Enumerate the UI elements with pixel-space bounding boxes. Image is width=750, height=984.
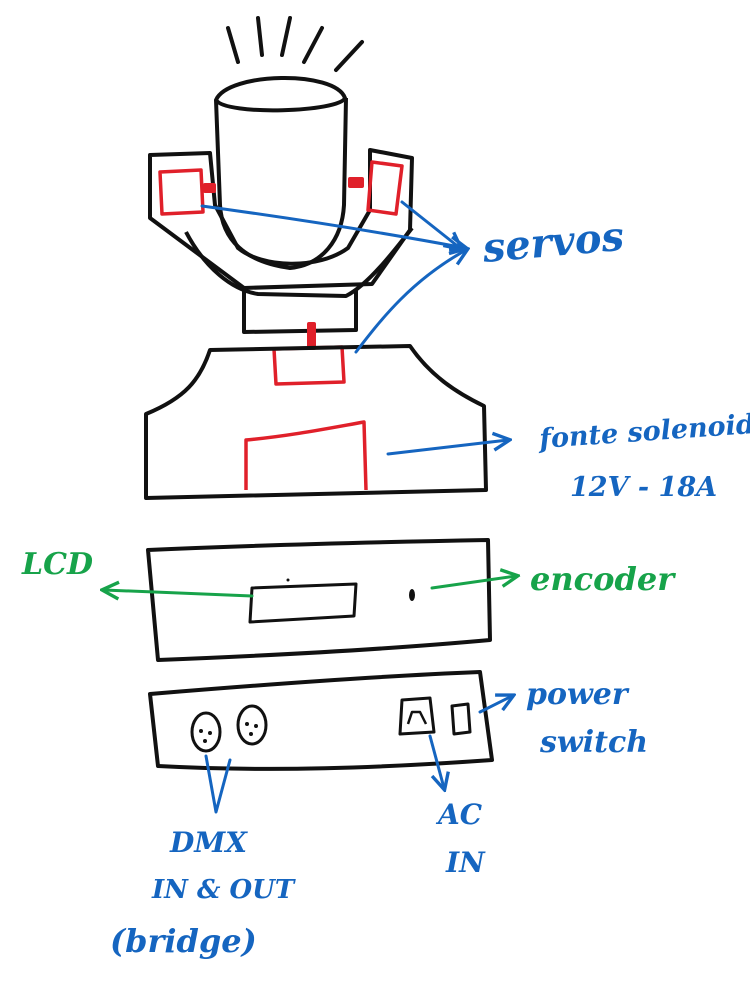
power-switch-body: [452, 704, 470, 734]
power-supply-box: [246, 422, 366, 490]
control-panel: [148, 540, 490, 660]
rear-panel: [150, 672, 492, 769]
power-supply-arrow: [388, 440, 508, 454]
dmx-in-connector: [192, 713, 220, 751]
power-supply-label-line1: fonte solenoid: [536, 409, 750, 455]
lcd-window: [250, 584, 356, 622]
servos-label: servos: [480, 213, 626, 272]
encoder-label: encoder: [530, 560, 676, 598]
power-switch-label-line2: switch: [539, 725, 648, 760]
left-servo: [160, 170, 203, 214]
power-switch-label-line1: power: [526, 677, 630, 712]
servo-markers: [160, 162, 402, 490]
dmx-label-line2: IN & OUT: [151, 875, 296, 905]
lcd-arrow: [104, 590, 252, 596]
light-rays: [228, 18, 362, 70]
encoder-knob: [409, 589, 415, 601]
ac-in-socket: [400, 698, 434, 734]
yoke: [150, 150, 412, 332]
ac-in-label-line1: AC: [435, 798, 483, 831]
right-servo: [368, 162, 402, 214]
dmx-label-line3: (bridge): [110, 922, 257, 960]
dmx-out-connector: [238, 706, 266, 744]
base-servo: [274, 347, 344, 384]
connector-pins: [199, 722, 258, 743]
power-supply-label-line2: 12V - 18A: [570, 472, 717, 503]
encoder-arrow: [432, 576, 516, 588]
ac-in-label-line2: IN: [445, 846, 486, 879]
dmx-arrow: [206, 756, 230, 812]
base-housing: [146, 346, 486, 498]
dmx-label-line1: DMX: [169, 826, 248, 859]
lcd-label: LCD: [21, 547, 93, 582]
